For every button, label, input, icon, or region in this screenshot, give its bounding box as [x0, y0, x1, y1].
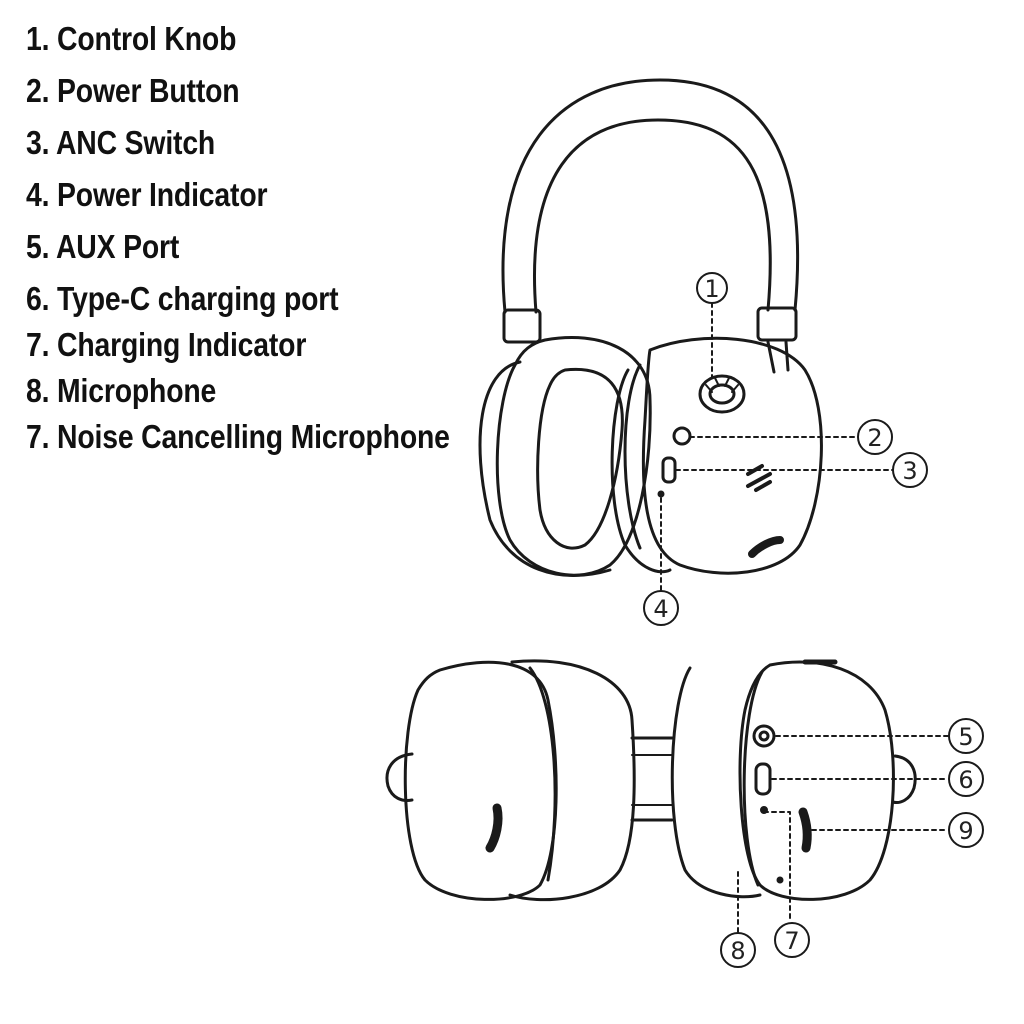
folded-headband-inner	[631, 754, 673, 806]
legend-item-control-knob: 1. Control Knob	[26, 20, 237, 57]
headphones-perspective-view: 1 2 3 4	[478, 78, 928, 626]
callout-1-label: 1	[704, 275, 719, 303]
right-cup-cushion	[670, 666, 762, 899]
callout-5-label: 5	[958, 723, 973, 751]
callout-3: 3	[675, 452, 928, 488]
left-cup-cushion	[508, 659, 636, 902]
callout-1: 1	[696, 272, 728, 379]
headband-joint-left	[502, 308, 542, 344]
legend-item-type-c-port: 6. Type-C charging port	[26, 280, 339, 317]
legend-item-noise-cancelling-mic: 7. Noise Cancelling Microphone	[26, 418, 450, 455]
headphones-folded-view: 5 6 9 7 8	[385, 659, 984, 968]
headband-outer	[501, 78, 800, 314]
legend-item-power-indicator: 4. Power Indicator	[26, 176, 268, 213]
legend-item-anc-switch: 3. ANC Switch	[26, 124, 216, 161]
callout-8-label: 8	[730, 937, 745, 965]
callout-8: 8	[720, 871, 756, 968]
callout-7: 7	[763, 811, 810, 958]
legend-item-charging-indicator: 7. Charging Indicator	[26, 326, 307, 363]
right-cup-rim	[742, 670, 764, 887]
headband-inner	[533, 118, 772, 314]
microphone-hole	[776, 876, 784, 884]
left-cushion-outer	[495, 336, 652, 577]
headband-joint-right	[756, 306, 798, 342]
callout-9-label: 9	[958, 817, 973, 845]
right-cup-shell	[738, 660, 895, 901]
callout-7-label: 7	[784, 927, 799, 955]
callout-4-label: 4	[653, 595, 668, 623]
callout-2-label: 2	[867, 424, 882, 452]
legend-item-microphone: 8. Microphone	[26, 372, 217, 409]
right-cushion	[610, 368, 672, 574]
control-knob-inner	[708, 383, 736, 405]
callout-2: 2	[689, 419, 893, 455]
callout-4: 4	[643, 497, 679, 626]
feature-legend: 1. Control Knob 2. Power Button 3. ANC S…	[26, 22, 519, 472]
microphone-slot-front	[748, 536, 784, 558]
right-earcup-shell	[641, 336, 823, 575]
anc-switch	[661, 456, 677, 484]
left-microphone-slot	[485, 803, 503, 853]
yoke-right-folded	[891, 754, 917, 804]
control-knob	[698, 374, 746, 414]
aux-port	[752, 724, 776, 748]
callout-3-label: 3	[902, 457, 917, 485]
power-indicator	[657, 490, 665, 498]
right-earcup-rim	[623, 363, 642, 550]
control-knob-grip	[705, 377, 739, 393]
power-button	[672, 426, 692, 446]
noise-cancelling-mic-slot	[798, 807, 812, 853]
yoke-left-folded	[385, 752, 414, 802]
callout-5: 5	[775, 718, 984, 754]
aux-port-hole	[758, 730, 770, 742]
left-cushion-inner	[536, 367, 624, 550]
left-cup-shell	[403, 660, 558, 901]
callout-9: 9	[811, 812, 984, 848]
callout-6: 6	[771, 761, 984, 797]
folded-headband	[630, 736, 674, 822]
callout-6-label: 6	[958, 766, 973, 794]
legend-item-aux-port: 5. AUX Port	[26, 228, 180, 265]
legend-item-power-button: 2. Power Button	[26, 72, 240, 109]
left-cup-rim	[528, 666, 557, 882]
type-c-port	[754, 762, 772, 796]
